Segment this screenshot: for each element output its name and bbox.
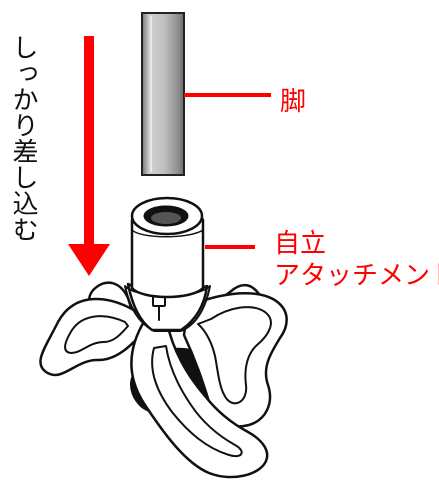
arrow-head [68,244,110,276]
pipe-body [141,12,185,176]
left-foot-inner [64,315,129,354]
socket-inner-shadow [151,212,181,224]
leg-label: 脚 [280,87,307,117]
socket-side-line [131,229,204,238]
stand-attachment-illustration [39,196,288,479]
attachment-label-line-2: アタッチメント [274,261,439,291]
attachment-label-line-1: 自立 [274,229,327,259]
front-foot-inner [151,345,243,457]
right-foot-inner [197,306,272,405]
leg-pipe [141,12,185,176]
arrow-shaft [84,36,94,246]
insert-direction-arrow [68,36,110,276]
instruction-text: しっかり差し込む [8,34,38,242]
